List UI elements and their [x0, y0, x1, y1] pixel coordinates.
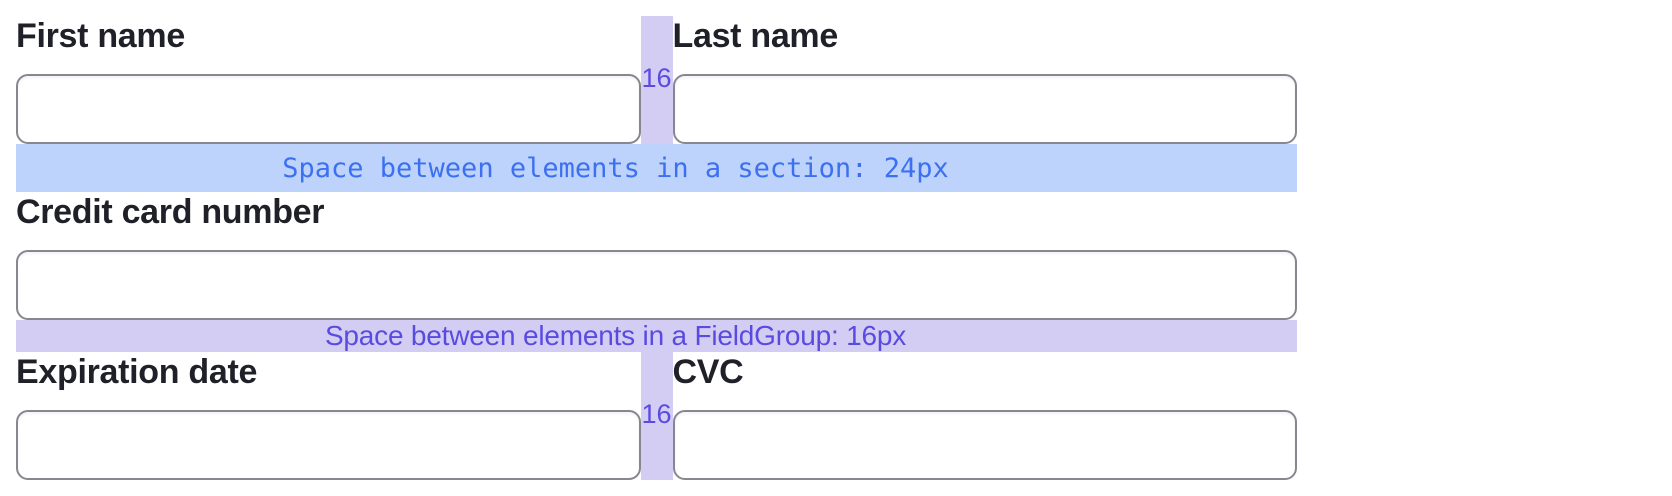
- form-content: First name 16 Last name Space between el…: [16, 16, 1297, 480]
- column-gap-size-label: 16: [641, 399, 672, 429]
- first-name-input[interactable]: [16, 74, 641, 144]
- column-gap-highlight: 16: [640, 352, 673, 480]
- column-gap-size-label: 16: [641, 63, 672, 93]
- section-spacing-highlight: Space between elements in a section: 24p…: [16, 144, 1297, 192]
- field-card-number: Credit card number: [16, 192, 1297, 320]
- fieldgroup-spacing-highlight: Space between elements in a FieldGroup: …: [16, 320, 1297, 352]
- fieldgroup-spacing-label: Space between elements in a FieldGroup: …: [324, 320, 907, 351]
- expiration-date-label: Expiration date: [16, 353, 258, 391]
- field-last-name: Last name: [672, 16, 1297, 144]
- first-name-label: First name: [16, 17, 185, 55]
- field-expiration-date: Expiration date: [16, 352, 641, 480]
- expiration-date-input[interactable]: [16, 410, 641, 480]
- field-cvc: CVC: [672, 352, 1297, 480]
- column-gap-highlight: 16: [640, 16, 673, 144]
- card-number-label: Credit card number: [16, 193, 325, 231]
- cvc-input[interactable]: [672, 410, 1297, 480]
- name-fields-row: First name 16 Last name: [16, 16, 1297, 144]
- expiry-cvc-row: Expiration date 16 CVC: [16, 352, 1297, 480]
- last-name-label: Last name: [672, 17, 839, 55]
- section-spacing-label: Space between elements in a section: 24p…: [282, 152, 949, 184]
- field-first-name: First name: [16, 16, 641, 144]
- last-name-input[interactable]: [672, 74, 1297, 144]
- cvc-label: CVC: [672, 353, 744, 391]
- card-number-input[interactable]: [16, 250, 1297, 320]
- card-number-row: Credit card number: [16, 192, 1297, 320]
